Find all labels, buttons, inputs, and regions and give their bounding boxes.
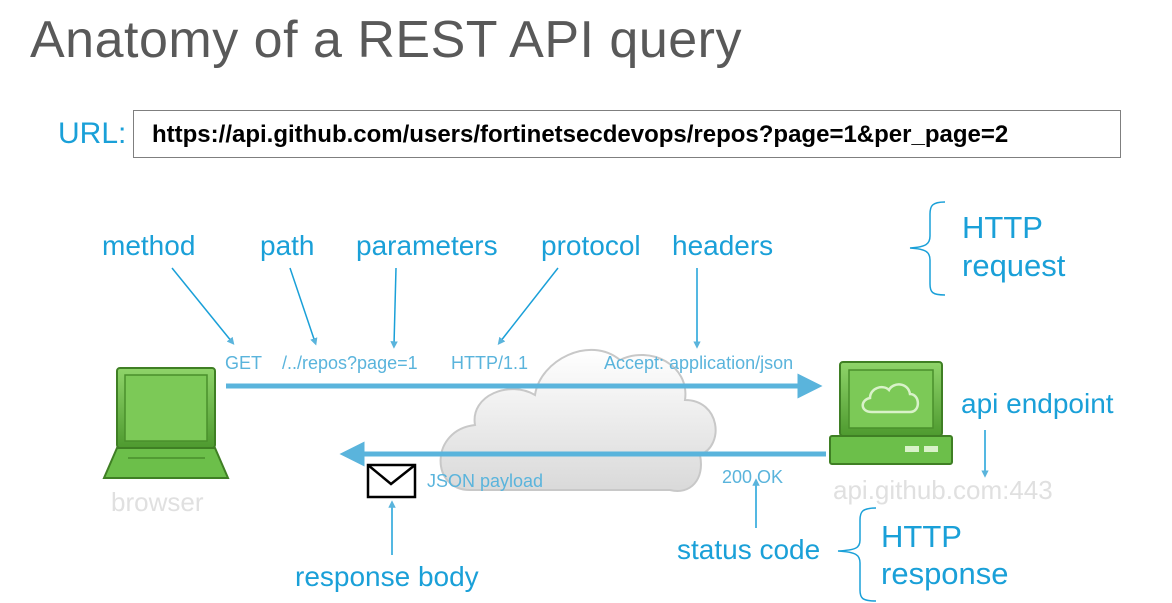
url-label: URL: bbox=[58, 117, 127, 150]
parameters-label: parameters bbox=[356, 230, 498, 261]
method-label: method bbox=[102, 230, 196, 261]
response-brace bbox=[837, 507, 877, 602]
protocol-pointer bbox=[497, 267, 559, 345]
url-box bbox=[133, 110, 1121, 158]
http-request-label-line1: HTTP bbox=[962, 210, 1043, 245]
response-status: 200 OK bbox=[722, 467, 784, 487]
path-label: path bbox=[260, 230, 315, 261]
server-caption: api.github.com:443 bbox=[833, 475, 1053, 505]
request-method: GET bbox=[225, 353, 263, 373]
envelope-icon bbox=[366, 463, 417, 499]
request-header: Accept: application/json bbox=[604, 353, 794, 373]
url-text: https://api.github.com/users/fortinetsec… bbox=[152, 121, 1009, 148]
http-request-label-line2: request bbox=[962, 248, 1066, 283]
server-icon bbox=[829, 361, 953, 465]
response-payload: JSON payload bbox=[427, 471, 544, 491]
http-response-label-line1: HTTP bbox=[881, 519, 962, 554]
api-endpoint-label: api endpoint bbox=[961, 388, 1114, 419]
path-pointer bbox=[289, 267, 318, 346]
browser-caption: browser bbox=[111, 487, 204, 517]
protocol-label: protocol bbox=[541, 230, 641, 261]
http-response-label-line2: response bbox=[881, 556, 1009, 591]
laptop-icon bbox=[102, 367, 230, 479]
request-path: /../repos?page=1 bbox=[282, 353, 418, 373]
method-pointer bbox=[171, 267, 235, 345]
status-code-label: status code bbox=[677, 534, 821, 565]
parameters-pointer bbox=[390, 267, 398, 349]
page-title: Anatomy of a REST API query bbox=[30, 11, 742, 69]
request-protocol: HTTP/1.1 bbox=[451, 353, 529, 373]
headers-label: headers bbox=[672, 230, 774, 261]
request-brace bbox=[909, 201, 946, 296]
response-body-label: response body bbox=[295, 561, 479, 592]
